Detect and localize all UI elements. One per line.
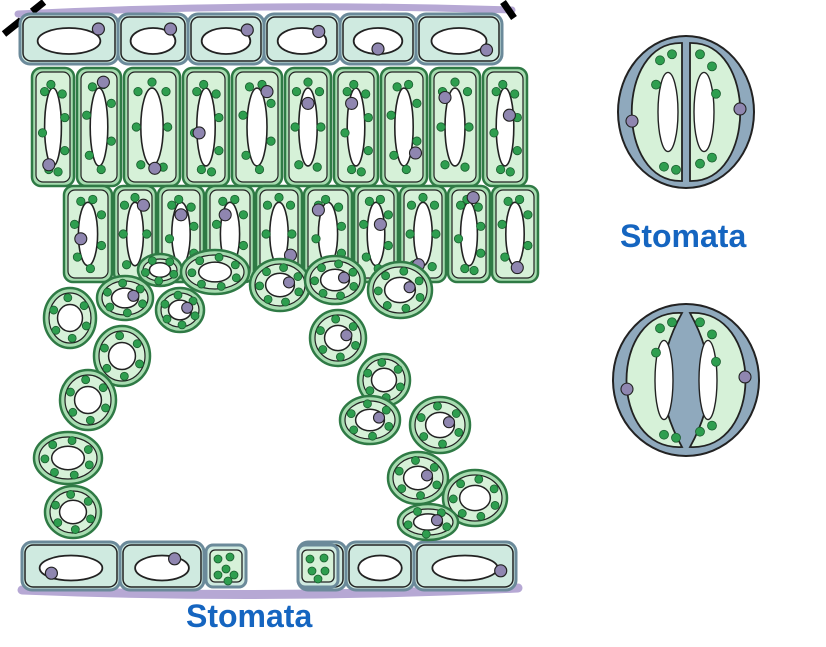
palisade-cell bbox=[183, 68, 229, 186]
chloroplast bbox=[708, 330, 717, 339]
palisade-cell bbox=[483, 68, 527, 186]
upper-epidermis-cell bbox=[188, 14, 264, 64]
stoma-guard-cell-right bbox=[298, 545, 338, 587]
stomata-open-icon bbox=[613, 304, 759, 456]
chloroplast bbox=[708, 62, 717, 71]
vacuole bbox=[699, 340, 717, 419]
nucleus bbox=[621, 383, 633, 395]
spongy-mesophyll-cell bbox=[368, 262, 432, 318]
palisade-cell bbox=[285, 68, 331, 186]
vacuole bbox=[658, 72, 678, 151]
spongy-mesophyll-cell bbox=[398, 504, 458, 540]
chloroplast bbox=[652, 80, 661, 89]
palisade-cell bbox=[334, 68, 378, 186]
chloroplast bbox=[668, 318, 677, 327]
spongy-mesophyll-cell bbox=[250, 259, 310, 311]
palisade-cell bbox=[232, 68, 282, 186]
stomata-closed-icon bbox=[618, 36, 754, 188]
palisade-cell bbox=[448, 186, 490, 282]
spongy-mesophyll-cell bbox=[34, 432, 102, 484]
spongy-mesophyll-cell bbox=[388, 452, 448, 504]
stoma-guard-cell-left bbox=[206, 545, 246, 587]
chloroplast bbox=[656, 324, 665, 333]
lower-epidermis-cell bbox=[22, 542, 120, 590]
spongy-mesophyll-cell bbox=[156, 288, 204, 332]
spongy-mesophyll-cell bbox=[181, 250, 249, 294]
stomata-label-right: Stomata bbox=[620, 218, 746, 254]
palisade-cell bbox=[77, 68, 121, 186]
chloroplast bbox=[696, 159, 705, 168]
chloroplast bbox=[712, 89, 721, 98]
palisade-cell bbox=[32, 68, 74, 186]
palisade-cell bbox=[64, 186, 112, 282]
chloroplast bbox=[660, 162, 669, 171]
chloroplast bbox=[668, 50, 677, 59]
stomata-label-bottom: Stomata bbox=[186, 598, 312, 634]
spongy-mesophyll-cell bbox=[138, 254, 182, 286]
nucleus bbox=[739, 371, 751, 383]
upper-epidermis-cell bbox=[264, 14, 340, 64]
chloroplast bbox=[672, 433, 681, 442]
spongy-mesophyll-cell bbox=[410, 397, 470, 453]
chloroplast bbox=[696, 427, 705, 436]
upper-epidermis-cell bbox=[118, 14, 188, 64]
chloroplast bbox=[660, 430, 669, 439]
palisade-cell bbox=[492, 186, 538, 282]
chloroplast bbox=[708, 421, 717, 430]
spongy-mesophyll-cell bbox=[60, 370, 116, 430]
chloroplast bbox=[712, 357, 721, 366]
spongy-mesophyll-cell bbox=[340, 396, 400, 444]
chloroplast bbox=[652, 348, 661, 357]
chloroplast bbox=[656, 56, 665, 65]
spongy-mesophyll-cell bbox=[305, 256, 365, 304]
spongy-mesophyll-cell bbox=[310, 310, 366, 366]
spongy-mesophyll-cell bbox=[45, 486, 101, 538]
palisade-cell bbox=[124, 68, 180, 186]
callout-mark-right bbox=[503, 2, 514, 18]
vacuole bbox=[694, 72, 714, 151]
palisade-cell bbox=[381, 68, 427, 186]
nucleus bbox=[626, 115, 638, 127]
nucleus bbox=[734, 103, 746, 115]
chloroplast bbox=[696, 50, 705, 59]
lower-epidermis-cell bbox=[120, 542, 204, 590]
spongy-mesophyll-cell bbox=[44, 288, 96, 348]
chloroplast bbox=[696, 318, 705, 327]
chloroplast bbox=[672, 165, 681, 174]
chloroplast bbox=[708, 153, 717, 162]
palisade-cell bbox=[430, 68, 480, 186]
leaf-cross-section bbox=[4, 2, 538, 595]
upper-epidermis-cell bbox=[416, 14, 502, 64]
upper-epidermis-cell bbox=[20, 14, 118, 64]
lower-epidermis-cell bbox=[414, 542, 516, 590]
upper-epidermis-cell bbox=[340, 14, 416, 64]
lower-epidermis-cell bbox=[346, 542, 414, 590]
